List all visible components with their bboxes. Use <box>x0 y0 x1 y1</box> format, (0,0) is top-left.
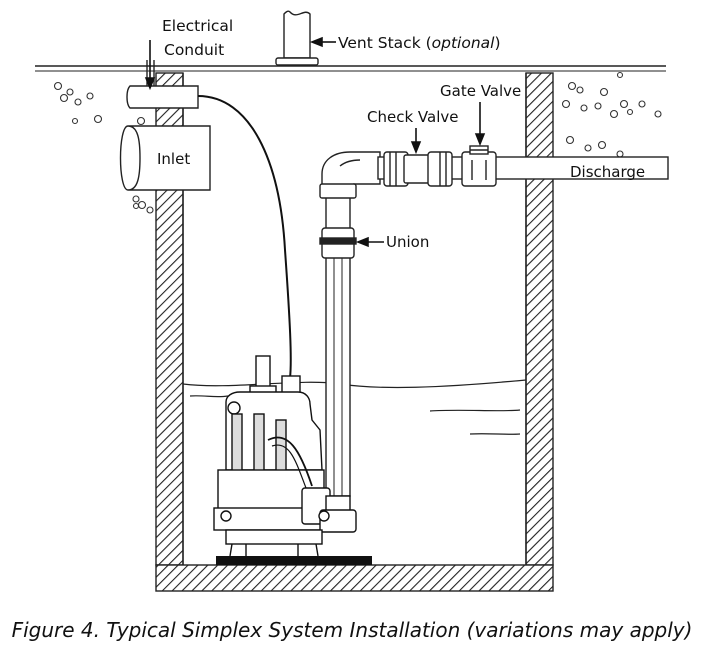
basin-floor <box>155 564 554 592</box>
gate-valve-label: Gate Valve <box>440 82 521 100</box>
electrical-label-line2: Conduit <box>164 41 224 59</box>
check-valve-label: Check Valve <box>367 108 458 126</box>
vent-stack <box>275 10 319 66</box>
check-valve <box>383 151 453 187</box>
vent-stack-label-close: ) <box>494 34 500 52</box>
vent-stack-label: Vent Stack (optional) <box>338 34 501 52</box>
sump-pump <box>213 355 357 557</box>
union-label: Union <box>386 233 429 251</box>
union-fitting <box>319 227 357 259</box>
vent-stack-label-optional: optional <box>432 34 496 52</box>
inlet-label: Inlet <box>157 150 190 168</box>
power-cord <box>197 95 292 379</box>
pump-stand <box>216 556 372 565</box>
vent-stack-label-main: Vent Stack ( <box>338 34 432 52</box>
ground-line <box>35 65 666 72</box>
electrical-conduit <box>126 60 199 109</box>
soil-pebbles-left <box>53 81 154 214</box>
simplex-installation-diagram: Electrical Conduit Vent Stack (optional)… <box>35 10 669 592</box>
callout-arrows <box>144 36 486 248</box>
basin-wall-right <box>525 72 554 566</box>
elbow-fitting <box>319 151 381 199</box>
discharge-label: Discharge <box>570 163 645 181</box>
soil-pebbles-right <box>561 71 662 158</box>
gate-valve <box>461 145 497 187</box>
inlet-pipe <box>119 125 211 191</box>
figure-caption: Figure 4. Typical Simplex System Install… <box>11 618 693 642</box>
electrical-label-line1: Electrical <box>162 17 233 35</box>
